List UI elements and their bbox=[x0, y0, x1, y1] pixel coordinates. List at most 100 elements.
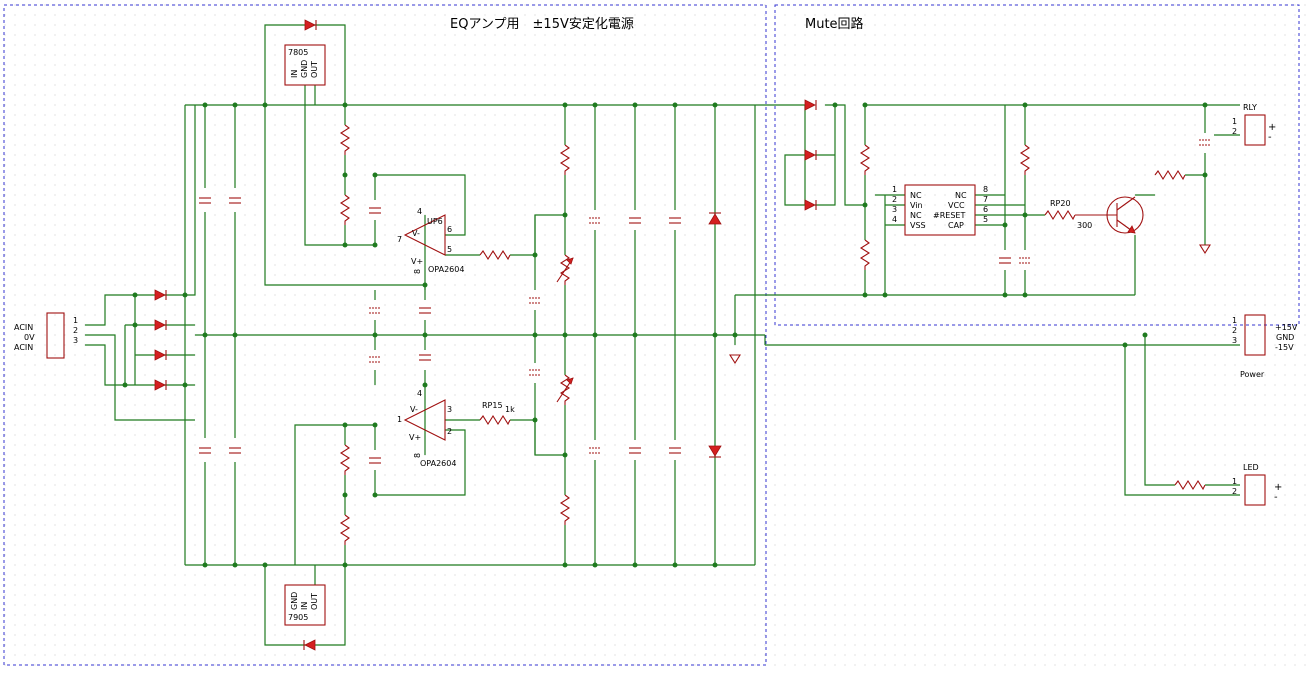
smoothing-caps bbox=[196, 188, 244, 462]
mute-ic-right-pin-7-num: 7 bbox=[983, 195, 988, 204]
led-minus: - bbox=[1274, 492, 1278, 503]
top-protect-diode bbox=[304, 19, 316, 31]
bridge-diodes bbox=[154, 289, 167, 391]
reg-bottom-label: 7905 bbox=[288, 613, 308, 622]
opamp-upper-pin-in: 7 bbox=[397, 235, 402, 244]
opamp-upper-ref: UP6 bbox=[427, 217, 443, 226]
opamp-lower-vplus: V+ bbox=[409, 433, 421, 442]
rp20-val: 300 bbox=[1077, 221, 1092, 230]
acin-pin-3: 3 bbox=[73, 336, 78, 345]
rly-pin-2: 2 bbox=[1232, 127, 1237, 136]
acin-connector[interactable] bbox=[46, 312, 65, 359]
mute-ic-right-pin-8-num: 8 bbox=[983, 185, 988, 194]
mute-ic-right-pin-6-num: 6 bbox=[983, 205, 988, 214]
rly-connector-name: RLY bbox=[1243, 103, 1257, 112]
wire-bridge bbox=[124, 295, 195, 385]
components bbox=[46, 19, 1266, 651]
acin-label-1: ACIN bbox=[14, 323, 33, 332]
rp15-ref: RP15 bbox=[482, 401, 503, 410]
wire-led bbox=[1124, 335, 1240, 496]
acin-label-2: 0V bbox=[24, 333, 35, 342]
mute-region-frame bbox=[774, 4, 1300, 326]
power-label-plus15: +15V bbox=[1275, 323, 1298, 332]
reg-bottom-pin-in: IN bbox=[300, 602, 309, 610]
psu-region-frame bbox=[3, 4, 767, 666]
rly-pin-1: 1 bbox=[1232, 117, 1237, 126]
led-connector[interactable] bbox=[1244, 474, 1266, 506]
opamp-lower-vminus: V- bbox=[410, 405, 418, 414]
mute-ic-left-pin-3-name: NC bbox=[910, 211, 922, 220]
mute-ic-right-pin-6-name: #RESET bbox=[933, 211, 965, 220]
reg-top-pin-gnd: GND bbox=[300, 60, 309, 78]
electrolytic-caps bbox=[366, 133, 1214, 460]
power-label-gnd: GND bbox=[1276, 333, 1294, 342]
opamp-upper[interactable] bbox=[403, 214, 446, 256]
mute-diodes bbox=[804, 99, 817, 211]
acin-pin-1: 1 bbox=[73, 316, 78, 325]
reg-bottom-pin-out: OUT bbox=[310, 593, 319, 610]
led-pin-2: 2 bbox=[1232, 487, 1237, 496]
opamp-upper-pin-out: 6 bbox=[447, 225, 452, 234]
power-pin-2: 2 bbox=[1232, 326, 1237, 335]
regulator-7805[interactable] bbox=[284, 44, 326, 86]
power-pin-3: 3 bbox=[1232, 336, 1237, 345]
mute-ic[interactable] bbox=[904, 184, 976, 236]
power-connector-name: Power bbox=[1240, 370, 1265, 379]
rp15-val: 1k bbox=[505, 405, 515, 414]
opamp-lower[interactable] bbox=[403, 399, 446, 441]
mute-ic-right-pin-8-name: NC bbox=[955, 191, 967, 200]
acin-label-3: ACIN bbox=[14, 343, 33, 352]
mute-ic-left-pin-1-num: 1 bbox=[892, 185, 897, 194]
bottom-protect-diode bbox=[304, 639, 316, 651]
reg-top-pin-in: IN bbox=[290, 70, 299, 78]
opamp-lower-pin-in2: 2 bbox=[447, 427, 452, 436]
mute-ic-right-pin-7-name: VCC bbox=[948, 201, 965, 210]
opamp-upper-pin-vplus-num: 8 bbox=[413, 269, 422, 274]
regulator-7905[interactable] bbox=[284, 584, 326, 626]
mute-ic-left-pin-4-name: VSS bbox=[910, 221, 926, 230]
ground-symbol-rly bbox=[1199, 244, 1211, 255]
led-plus: + bbox=[1274, 482, 1282, 493]
mute-ic-left-pin-4-num: 4 bbox=[892, 215, 897, 224]
opamp-lower-pin-in: 3 bbox=[447, 405, 452, 414]
opamp-lower-pin-vminus-num: 4 bbox=[417, 389, 422, 398]
part-labels: 7805 7905 IN GND OUT GND IN OUT UP6 OPA2… bbox=[14, 48, 1298, 622]
trim-pots bbox=[556, 254, 574, 405]
opamp-lower-name: OPA2604 bbox=[420, 459, 456, 468]
mute-region-title: Mute回路 bbox=[805, 16, 864, 32]
resistors bbox=[338, 124, 1206, 545]
led-connector-name: LED bbox=[1243, 463, 1259, 472]
led-pin-1: 1 bbox=[1232, 477, 1237, 486]
reg-top-pin-out: OUT bbox=[310, 61, 319, 78]
reg-bottom-pin-gnd: GND bbox=[290, 592, 299, 610]
opamp-lower-pin-vplus-num: 8 bbox=[413, 453, 422, 458]
power-connector[interactable] bbox=[1244, 314, 1266, 356]
mute-ic-left-pin-3-num: 3 bbox=[892, 205, 897, 214]
psu-region-title: EQアンプ用 ±15V安定化電源 bbox=[450, 17, 634, 32]
reg-top-label: 7805 bbox=[288, 48, 308, 57]
mute-ic-right-pin-5-name: CAP bbox=[948, 221, 964, 230]
mute-ic-left-pin-2-name: Vin bbox=[910, 201, 923, 210]
opamp-upper-vplus: V+ bbox=[411, 257, 423, 266]
rly-plus: + bbox=[1268, 122, 1276, 133]
acin-pin-2: 2 bbox=[73, 326, 78, 335]
opamp-upper-name: OPA2604 bbox=[428, 265, 464, 274]
ground-symbol bbox=[729, 354, 741, 365]
wire-mute-in bbox=[755, 104, 1240, 295]
film-caps bbox=[366, 200, 1014, 470]
rly-connector[interactable] bbox=[1244, 114, 1266, 146]
wire-gnd-rail bbox=[195, 334, 1240, 346]
wire-acin bbox=[85, 105, 196, 421]
mute-ic-left-pin-1-name: NC bbox=[910, 191, 922, 200]
zener-diodes bbox=[708, 212, 722, 458]
junction-dots bbox=[122, 102, 1208, 568]
power-label-minus15: -15V bbox=[1275, 343, 1294, 352]
mute-ic-right-pin-5-num: 5 bbox=[983, 215, 988, 224]
power-pin-1: 1 bbox=[1232, 316, 1237, 325]
mute-ic-left-pin-2-num: 2 bbox=[892, 195, 897, 204]
opamp-upper-pin-vminus-num: 4 bbox=[417, 207, 422, 216]
rly-minus: - bbox=[1268, 132, 1272, 143]
wire-mute-tr bbox=[734, 174, 1205, 345]
